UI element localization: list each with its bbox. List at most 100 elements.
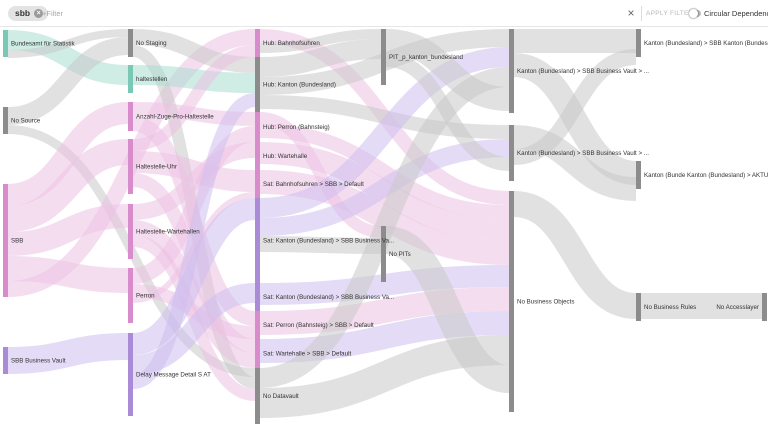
- clear-filter-icon[interactable]: ×: [627, 6, 635, 20]
- sankey-link-n1-s1[interactable]: [7, 29, 129, 58]
- filter-bar: sbb × × APPLY FILTER Circular Dependenci…: [0, 0, 768, 27]
- sankey-link-h3-b3[interactable]: [259, 124, 510, 219]
- sankey-node-r3[interactable]: [636, 293, 641, 321]
- sankey-node-s4[interactable]: [128, 139, 133, 194]
- sankey-node-label-h7: Sat: Kanton (Bundesland) > SBB Business …: [263, 294, 394, 301]
- remove-chip-icon[interactable]: ×: [34, 9, 44, 18]
- sankey-node-s5[interactable]: [128, 204, 133, 259]
- sankey-node-label-n2: No Source: [11, 118, 41, 125]
- sankey-node-label-s4: Haltestelle-Uhr: [136, 164, 177, 171]
- sankey-link-h6-b1[interactable]: [259, 47, 510, 218]
- sankey-link-s7-h6[interactable]: [131, 198, 257, 355]
- sankey-node-label-h10: No Datavault: [263, 393, 299, 400]
- filter-chip-sbb[interactable]: sbb ×: [8, 6, 49, 21]
- sankey-node-label-h1: Hub: Bahnhofsuhren: [263, 40, 320, 47]
- sankey-node-h7[interactable]: [255, 283, 260, 311]
- sankey-node-label-h6: Sat: Kanton (Bundesland) > SBB Business …: [263, 238, 394, 245]
- sankey-node-label-s6: Perron: [136, 293, 155, 300]
- sankey-link-h6-p2[interactable]: [259, 236, 382, 254]
- toolbar-divider: [641, 6, 642, 21]
- sankey-node-label-s1: No Staging: [136, 40, 167, 47]
- sankey-node-p1[interactable]: [381, 29, 386, 85]
- sankey-node-r2[interactable]: [636, 161, 641, 189]
- sankey-node-label-a1: No Accesslayer: [716, 304, 759, 311]
- sankey-link-p1-b2[interactable]: [385, 53, 510, 171]
- sankey-node-h1[interactable]: [255, 29, 260, 57]
- circular-dependencies-label: Circular Dependencies: [704, 9, 768, 18]
- sankey-node-label-h9: Sat: Wartehalle > SBB > Default: [263, 351, 351, 358]
- sankey-node-label-h4: Hub: Wartehalle: [263, 153, 308, 160]
- sankey-node-n3[interactable]: [3, 184, 8, 297]
- sankey-node-b2[interactable]: [509, 125, 514, 181]
- sankey-link-h2-p1[interactable]: [259, 39, 382, 77]
- sankey-node-h8[interactable]: [255, 311, 260, 339]
- sankey-link-h7-b3[interactable]: [259, 265, 510, 305]
- sankey-links: [7, 28, 762, 418]
- sankey-node-label-h8: Sat: Perron (Bahnsteig) > SBB > Default: [263, 322, 374, 329]
- filter-input[interactable]: [42, 7, 602, 20]
- sankey-node-b1[interactable]: [509, 29, 514, 113]
- sankey-node-n4[interactable]: [3, 347, 8, 374]
- sankey-link-s6-h3[interactable]: [132, 126, 256, 284]
- apply-filter-button[interactable]: APPLY FILTER: [646, 10, 694, 17]
- sankey-node-p2[interactable]: [381, 226, 386, 282]
- toggle-knob: [689, 9, 698, 18]
- filter-chip-label: sbb: [15, 8, 31, 18]
- sankey-node-label-b1: Kanton (Bundesland) > SBB Business Vault…: [517, 68, 649, 75]
- sankey-link-h1-p1[interactable]: [259, 29, 382, 53]
- sankey-node-label-b3: No Business Objects: [517, 299, 574, 306]
- sankey-node-label-s3: Anzahl-Zuge-Pro-Haltestelle: [136, 114, 214, 121]
- sankey-node-h2[interactable]: [255, 57, 260, 112]
- sankey-node-b3[interactable]: [509, 191, 514, 412]
- sankey-node-label-h2: Hub: Kanton (Bundesland): [263, 82, 336, 89]
- sankey-node-h4[interactable]: [255, 142, 260, 170]
- sankey-node-a1[interactable]: [762, 293, 767, 321]
- sankey-link-n3-s4[interactable]: [7, 139, 129, 232]
- sankey-node-h10[interactable]: [255, 368, 260, 424]
- sankey-link-h6-b2[interactable]: [259, 139, 510, 236]
- sankey-node-label-p2: No PITs: [389, 251, 411, 258]
- sankey-node-label-r3: No Business Rules: [644, 304, 696, 311]
- sankey-link-s7-h2[interactable]: [131, 93, 257, 389]
- sankey-link-h3-p2[interactable]: [259, 112, 382, 238]
- sankey-link-p1-b1[interactable]: [385, 29, 510, 111]
- sankey-node-s3[interactable]: [128, 102, 133, 131]
- sankey-node-label-b2: Kanton (Bundesland) > SBB Business Vault…: [517, 150, 649, 157]
- sankey-link-n3-s3[interactable]: [7, 102, 129, 206]
- sankey-node-h3[interactable]: [255, 112, 260, 142]
- sankey-link-s6-h8[interactable]: [132, 284, 256, 339]
- sankey-link-s4-h1[interactable]: [132, 45, 256, 151]
- sankey-node-label-n4: SBB Business Vault: [11, 358, 66, 365]
- sankey-link-n4-s7[interactable]: [7, 333, 129, 374]
- sankey-link-n2-s1[interactable]: [7, 37, 129, 125]
- sankey-node-label-p1: PIT_p_kanton_bundesland: [389, 54, 464, 61]
- sankey-node-label-r1: Kanton (Bundesland) > SBB Kanton (Bundes…: [644, 40, 768, 47]
- sankey-link-b2-r1[interactable]: [513, 49, 637, 165]
- sankey-node-s6[interactable]: [128, 268, 133, 323]
- circular-dependencies-toggle[interactable]: [689, 9, 701, 18]
- sankey-link-p2-b3[interactable]: [384, 226, 511, 393]
- sankey-link-s5-h4[interactable]: [132, 142, 256, 220]
- sankey-node-label-n3: SBB: [11, 238, 23, 245]
- sankey-node-label-n1: Bundesamt für Statistik: [11, 41, 76, 48]
- sankey-node-s1[interactable]: [128, 29, 133, 57]
- sankey-link-h8-b3[interactable]: [259, 287, 510, 335]
- sankey-node-s2[interactable]: [128, 65, 133, 93]
- sankey-node-label-h5: Sat: Bahnhofsuhren > SBB > Default: [263, 181, 364, 188]
- sankey-link-n1-s2[interactable]: [7, 30, 129, 85]
- sankey-link-b2-r2[interactable]: [513, 125, 637, 201]
- sankey-node-label-h3: Hub: Perron (Bahnsteig): [263, 124, 330, 131]
- sankey-node-h9[interactable]: [255, 339, 260, 368]
- sankey-link-b3-r3[interactable]: [512, 191, 638, 319]
- sankey-node-r1[interactable]: [636, 29, 641, 57]
- sankey-node-h5[interactable]: [255, 170, 260, 198]
- sankey-node-s7[interactable]: [128, 333, 133, 416]
- sankey-node-label-s5: Haltestelle-Wartehallen: [136, 229, 200, 236]
- sankey-node-n1[interactable]: [3, 30, 8, 57]
- sankey-node-n2[interactable]: [3, 107, 8, 134]
- sankey-node-h6[interactable]: [255, 198, 260, 283]
- sankey-link-s1-h2[interactable]: [132, 29, 256, 73]
- sankey-link-s2-h2[interactable]: [132, 65, 256, 93]
